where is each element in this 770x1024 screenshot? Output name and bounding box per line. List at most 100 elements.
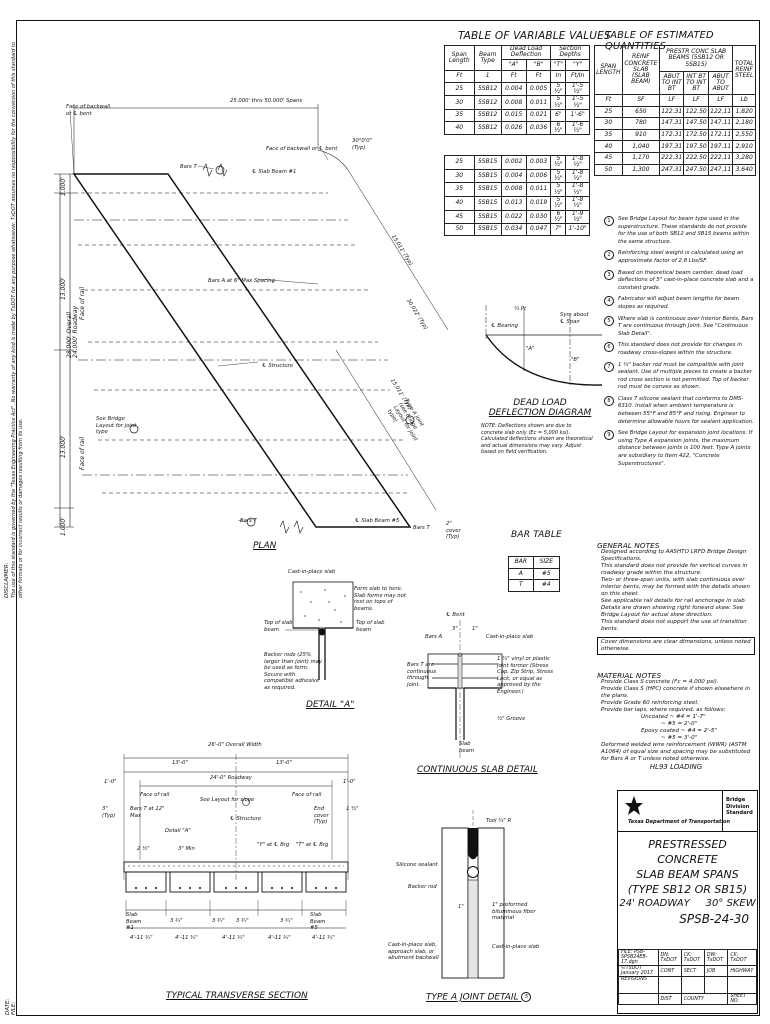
transverse-width-4: 4'-11 ¾" [268,935,291,941]
vt-sb12-cell: 5SB12 [473,108,502,122]
qt-cell: 197.11 [707,140,734,153]
detail-a-top-left: Top of slab beam [264,620,293,633]
qt-cell: 910 [621,128,661,142]
qt-cell: 147.50 [683,117,709,130]
bar-cell: T [508,579,534,592]
plan-drawing [54,104,448,534]
title-line-2: SLAB BEAM SPANS [636,868,739,881]
vt-sh-t: "T" [550,58,567,72]
vt-sb12-cell: 1'-5 ½" [565,81,590,97]
vt-sb15-cell: 35 [444,182,475,197]
tb-file: FILE: PSB-SPSB24EB-17.dgn [618,949,659,966]
qt-unit: SF [621,94,661,107]
note-text: Reinforcing steel weight is calculated u… [618,250,744,264]
vt-sb15-cell: 25 [444,155,475,170]
title-line-1: PRESTRESSED CONCRETE [648,838,727,866]
vt-sb15-cell: 5SB15 [473,168,502,184]
vt-sb12-cell: 0.004 [500,81,527,97]
note-text: Class 7 silicone sealant that conforms t… [618,395,754,425]
joint-title: TYPE A JOINT DETAIL 5 [426,992,532,1003]
material-note-line: Epoxy coated ~ #4 = 2'-5" [641,728,717,734]
vt-sb15-cell: 5SB15 [473,182,502,197]
tb-sheet: SHEET NO. [727,993,757,1005]
qt-h-span: SPAN LENGTH [594,45,623,95]
transverse-title: TYPICAL TRANSVERSE SECTION [166,991,308,1001]
variable-table: Span Length Beam Type Dead Load Deflecti… [444,44,590,236]
title-text: PRESTRESSED CONCRETE SLAB BEAM SPANS (TY… [618,837,757,927]
plan-dim-left-4: 1.000' [60,517,67,536]
vt-sb12-cell: 25 [444,81,475,97]
plan-bars-t-bottom: Bars T [240,518,257,524]
note-number: 3 [604,269,614,280]
material-note-line: ~ #5 = 3'-0" [661,735,698,741]
plan-cover: 2" cover (Typ) [446,521,461,540]
plan-dim-left-1: 1.000' [60,177,67,196]
general-note-line: Designed according to AASHTO LRFD Bridge… [601,549,747,562]
vt-sb15-cell: 0.011 [525,182,552,197]
deflection-title: DEAD LOAD DEFLECTION DIAGRAM [488,398,592,418]
plan-face-rail-1: Face of rail [79,286,86,320]
tb-dist: DIST [657,993,682,1005]
continuous-cl-bent: ℄ Bent [446,612,465,618]
joint-silicone: Silicone sealant [396,862,438,868]
transverse-face-rail-1: Face of rail [140,792,170,798]
qt-cell: 222.31 [659,151,685,165]
vt-unit: Ft [500,70,527,83]
continuous-dim-2: 1" [472,626,478,632]
transverse-width-2: 4'-11 ¾" [175,935,198,941]
note-text: See Bridge Layout for beam type used in … [618,216,750,245]
plan-bars-a: Bars A at 6" Max Spacing [208,278,276,284]
tb-sect: SECT [680,965,705,977]
vt-sb12-cell: 35 [444,108,475,122]
quantity-table: SPAN LENGTH REINF CONCRETE SLAB (SLAB BE… [594,44,756,177]
note-text: Fabricator will adjust beam lengths for … [618,296,740,310]
vt-sb15-cell: 1'-8 ½" [565,182,590,197]
note-number: 5 [604,315,614,326]
vt-sb12-cell: 40 [444,120,475,136]
plan-dim-left-3: 13.000' [60,435,67,458]
transverse-cover-3: 3" (Typ) [102,806,116,819]
material-note-line: Provide Class S (HPC) concrete if shown … [601,686,751,699]
general-note-line: Two- or three-span units, with slab cont… [601,577,750,597]
deflection-note: NOTE: Deflections shown are due to concr… [481,423,593,455]
vt-sh-y: "Y" [565,58,590,72]
material-notes: MATERIAL NOTES Provide Class S concrete … [597,672,755,771]
disclaimer-label: DISCLAIMER: [4,562,10,598]
transverse-width-1: 4'-11 ¾" [130,935,153,941]
plan-slab-beam-1: ℄ Slab Beam #1 [252,169,297,175]
plan-dim-left-2: 13.000' [60,277,67,300]
vt-sb15-cell: 40 [444,195,475,211]
title-block: Texas Department of Transportation Bridg… [617,790,758,1014]
plan-bars-t-top: Bars T [180,164,197,170]
bar-cell: #4 [532,579,561,592]
continuous-dim-1: 3" [452,626,458,632]
qt-cell: 222.11 [707,151,734,165]
general-notes-title: GENERAL NOTES [597,541,660,550]
material-note-line: Deformed welded wire reinforcement (WWR)… [601,742,751,762]
tb-dw: DW: TxDOT [703,949,729,966]
title-line-4: 24' ROADWAY 30° SKEW [618,897,757,911]
transverse-tt: "T" at ℄ Brg [296,842,329,848]
plan-face-backwall-label-2: Face of backwall or ℄ bent [266,146,338,152]
title-code: SPSB-24-30 [679,912,749,926]
transverse-min: 3" Min [178,846,195,852]
material-note-line: Uncoated ~ #4 = 1'-7" [641,714,706,720]
division-label: Bridge Division Standard [726,797,753,816]
qt-cell: 122.31 [659,105,685,119]
vt-sb15-cell: 5 ½" [550,168,567,184]
transverse-beam-5: Slab Beam #5 [310,912,326,931]
qt-cell: 197.31 [659,140,685,153]
vt-sb15-cell: 0.008 [500,182,527,197]
joint-dim-1: 1" [458,904,464,910]
vt-sb15-cell: 0.022 [500,209,527,225]
bar-table-title: BAR TABLE [511,530,562,540]
